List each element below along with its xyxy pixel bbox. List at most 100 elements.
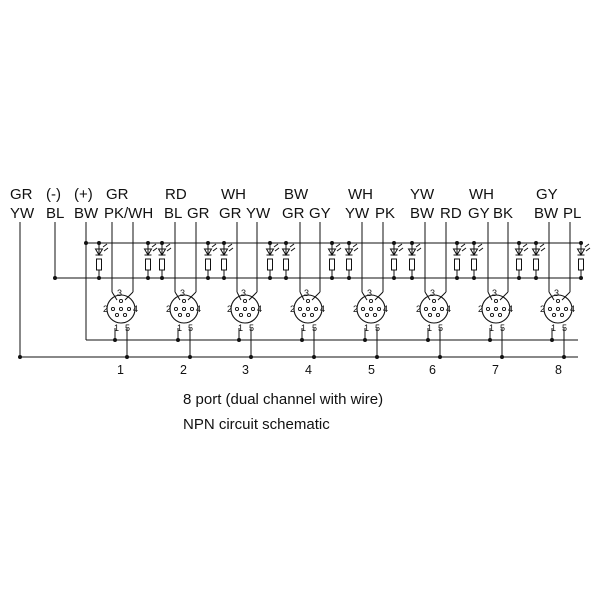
port-5-feed-b: [374, 291, 384, 301]
port-4-feed-b: [311, 291, 321, 301]
connector-pin: [368, 298, 374, 304]
junction-dot: [84, 241, 88, 245]
port-1-feed-b: [124, 291, 134, 301]
connector-2-body: [169, 294, 199, 324]
led-icon: [143, 248, 153, 256]
led-ray: [461, 247, 467, 252]
connector-pin: [234, 306, 240, 312]
wire-label-minus-bottom: BL: [46, 205, 64, 222]
connector-pin: [368, 306, 374, 312]
connector-pin: [309, 312, 315, 318]
connector-pin-label: 4: [570, 304, 575, 314]
port-number-8: 8: [555, 363, 562, 377]
junction-dot: [455, 241, 459, 245]
connector-pin-label: 3: [180, 288, 185, 298]
junction-dot: [284, 276, 288, 280]
led-ray: [478, 247, 484, 252]
connector-pin: [501, 306, 507, 312]
junction-dot: [284, 241, 288, 245]
led-ray: [540, 247, 546, 252]
connector-pin-label: 4: [508, 304, 513, 314]
junction-dot: [488, 338, 492, 342]
labels: GR YW (-) BL (+) BW GR PK /WH RD BL GR W…: [10, 186, 581, 433]
port-3-label-left: GR: [219, 205, 242, 222]
junction-dot: [97, 241, 101, 245]
led-ray: [290, 247, 296, 252]
junction-dot: [579, 241, 583, 245]
connector-pin: [423, 306, 429, 312]
connector-pin-label: 4: [257, 304, 262, 314]
junction-dot: [472, 276, 476, 280]
junction-dot: [146, 241, 150, 245]
junction-dot: [410, 276, 414, 280]
junction-dot: [410, 241, 414, 245]
led-ray: [212, 247, 218, 252]
port-number-4: 4: [305, 363, 312, 377]
connector-pin-label: 5: [249, 323, 254, 333]
port-number-1: 1: [117, 363, 124, 377]
port-number-6: 6: [429, 363, 436, 377]
connector-pin: [313, 306, 319, 312]
led-ray: [289, 243, 295, 248]
port-6-feed-b: [437, 291, 447, 301]
connector-pin-label: 2: [353, 304, 358, 314]
connector-pin: [489, 312, 495, 318]
connector-pin: [305, 306, 311, 312]
port-number-3: 3: [242, 363, 249, 377]
connector-pin: [493, 298, 499, 304]
port-number-2: 2: [180, 363, 187, 377]
port-1-label-right: /WH: [124, 205, 153, 222]
connector-pin-label: 3: [430, 288, 435, 298]
junction-dot: [426, 338, 430, 342]
resistor-icon: [578, 258, 584, 271]
port-number-7: 7: [492, 363, 499, 377]
connector-pin: [114, 312, 120, 318]
connector-pin: [555, 298, 561, 304]
port-3-feed-b: [248, 291, 258, 301]
connector-pin-label: 1: [114, 323, 119, 333]
connector-pin: [173, 306, 179, 312]
connector-8-body: [543, 294, 573, 324]
connector-pin-label: 5: [438, 323, 443, 333]
led-ray: [228, 247, 234, 252]
connector-pin-label: 3: [554, 288, 559, 298]
led-ray: [274, 247, 280, 252]
resistor-icon: [221, 258, 227, 271]
junction-dot: [268, 241, 272, 245]
resistor-icon: [391, 258, 397, 271]
led-ray: [352, 243, 358, 248]
port-8-feed-b: [561, 291, 571, 301]
junction-dot: [176, 338, 180, 342]
caption-title: 8 port (dual channel with wire): [183, 391, 383, 408]
resistor-icon: [159, 258, 165, 271]
connector-pin: [497, 312, 503, 318]
connector-pin-label: 5: [375, 323, 380, 333]
port-7-feed-b: [499, 291, 509, 301]
junction-dot: [455, 276, 459, 280]
led-icon: [157, 248, 167, 256]
junction-dot: [206, 276, 210, 280]
led-icon: [389, 248, 399, 256]
connector-pin: [181, 306, 187, 312]
connector-pin-label: 1: [489, 323, 494, 333]
connector-pin: [189, 306, 195, 312]
resistor-icon: [533, 258, 539, 271]
port-3-label-right: YW: [246, 205, 271, 222]
port-2-feed-b: [187, 291, 197, 301]
led-ray: [416, 247, 422, 252]
junction-dot: [53, 276, 57, 280]
connector-pin-label: 1: [238, 323, 243, 333]
led-ray: [397, 243, 403, 248]
junction-dot: [517, 241, 521, 245]
connector-pin: [372, 312, 378, 318]
connector-pin: [559, 312, 565, 318]
led-icon: [281, 248, 291, 256]
led-icon: [94, 248, 104, 256]
connector-pin-label: 3: [241, 288, 246, 298]
connector-pin-label: 1: [301, 323, 306, 333]
connector-pin-label: 5: [125, 323, 130, 333]
led-icon: [576, 248, 586, 256]
resistor-icon: [454, 258, 460, 271]
connector-pin: [297, 306, 303, 312]
connector-pin-label: 4: [196, 304, 201, 314]
